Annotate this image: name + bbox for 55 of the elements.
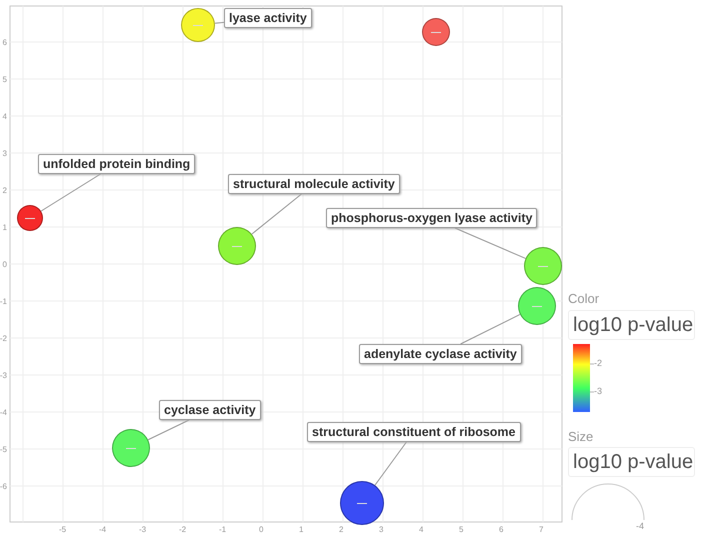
term-label: phosphorus-oxygen lyase activity (326, 208, 538, 228)
axis-tick-label: -5 (59, 525, 66, 534)
bubble (524, 247, 562, 285)
leader-line (454, 228, 526, 259)
legend-title: Color (568, 291, 600, 306)
axis-tick-label: 0 (259, 525, 264, 534)
legend-variable-label: log10 p-value (568, 310, 695, 340)
axis-tick-label: 4 (419, 525, 424, 534)
term-label: unfolded protein binding (38, 154, 196, 174)
axis-tick-label: -1 (219, 525, 226, 534)
term-label: structural constituent of ribosome (307, 422, 520, 442)
bubble (218, 227, 256, 265)
term-label: cyclase activity (159, 400, 261, 420)
leader-line (148, 420, 190, 440)
axis-tick-label: 3 (2, 149, 7, 158)
axis-tick-label: 2 (2, 186, 7, 195)
bubble (518, 287, 556, 325)
leader-line (251, 194, 302, 235)
axis-tick-label: -3 (0, 371, 7, 380)
axis-tick-label: -4 (99, 525, 106, 534)
axis-tick-label: 7 (539, 525, 544, 534)
axis-tick-label: 6 (2, 38, 7, 47)
axis-tick-label: -1 (0, 297, 7, 306)
bubble (422, 18, 450, 46)
axis-tick-label: 0 (2, 260, 7, 269)
leader-line (460, 314, 520, 344)
scale-tick-label: -3 (594, 386, 602, 397)
bubble (112, 429, 150, 467)
axis-tick-label: 1 (299, 525, 304, 534)
axis-tick-label: 3 (379, 525, 384, 534)
axis-tick-label: 5 (459, 525, 464, 534)
bubble (17, 205, 43, 231)
axis-tick-label: -5 (0, 445, 7, 454)
axis-tick-label: -2 (0, 334, 7, 343)
leader-line (40, 174, 102, 212)
term-label: adenylate cyclase activity (359, 344, 522, 364)
axis-tick-label: -3 (139, 525, 146, 534)
leader-line (374, 442, 407, 486)
axis-tick-label: 4 (2, 112, 7, 121)
bubble (181, 8, 215, 42)
axis-tick-label: -2 (179, 525, 186, 534)
legend-variable-label: log10 p-value (568, 447, 695, 477)
axis-tick-label: 2 (339, 525, 344, 534)
term-label: structural molecule activity (228, 174, 400, 194)
legend-title: Size (568, 429, 594, 444)
axis-tick-label: -6 (0, 482, 7, 491)
axis-tick-label: 5 (2, 75, 7, 84)
axis-tick-label: 1 (2, 223, 7, 232)
scale-tick-label: -4 (636, 521, 644, 532)
axis-tick-label: 6 (499, 525, 504, 534)
bubble (340, 481, 384, 525)
scale-tick-label: -2 (594, 358, 602, 369)
axis-tick-label: -4 (0, 408, 7, 417)
term-label: lyase activity (224, 8, 312, 28)
leader-line (214, 22, 224, 24)
